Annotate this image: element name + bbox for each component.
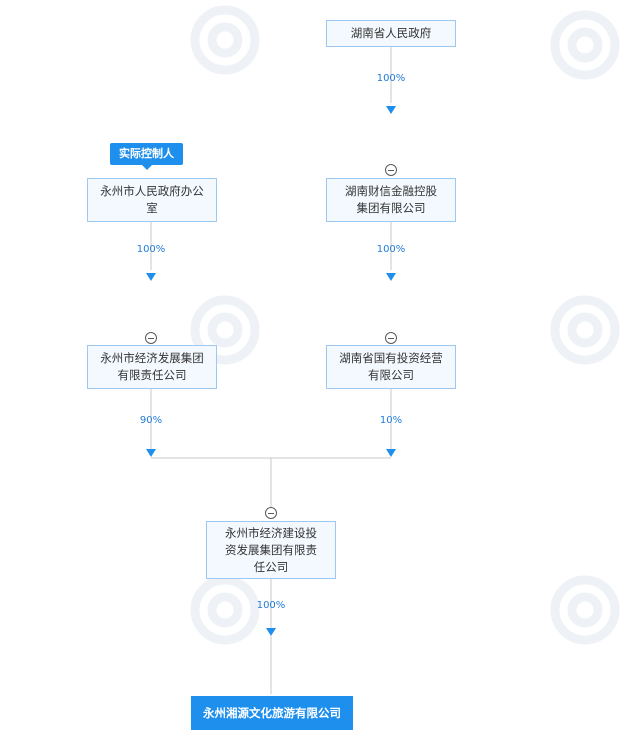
collapse-icon[interactable] xyxy=(385,164,397,176)
arrow-down-icon xyxy=(266,628,276,636)
percent-label: 10% xyxy=(379,415,403,426)
node-yongzhou-government-office[interactable]: 永州市人民政府办公 室 xyxy=(87,178,217,222)
node-hunan-provincial-government[interactable]: 湖南省人民政府 xyxy=(326,20,456,47)
collapse-icon[interactable] xyxy=(145,332,157,344)
arrow-down-icon xyxy=(146,273,156,281)
actual-controller-tag: 实际控制人 xyxy=(110,143,183,170)
collapse-icon[interactable] xyxy=(385,332,397,344)
node-hunan-finance-holding[interactable]: 湖南财信金融控股 集团有限公司 xyxy=(326,178,456,222)
percent-label: 100% xyxy=(136,244,166,255)
node-yongzhou-construction-investment[interactable]: 永州市经济建设投 资发展集团有限责 任公司 xyxy=(206,521,336,579)
node-target-company[interactable]: 永州湘源文化旅游有限公司 xyxy=(191,696,353,730)
collapse-icon[interactable] xyxy=(265,507,277,519)
percent-label: 100% xyxy=(376,244,406,255)
percent-label: 100% xyxy=(376,73,406,84)
node-hunan-state-investment[interactable]: 湖南省国有投资经营 有限公司 xyxy=(326,345,456,389)
arrow-down-icon xyxy=(386,273,396,281)
arrow-down-icon xyxy=(386,449,396,457)
percent-label: 90% xyxy=(139,415,163,426)
arrow-down-icon xyxy=(386,106,396,114)
arrow-down-icon xyxy=(146,449,156,457)
node-yongzhou-economic-development[interactable]: 永州市经济发展集团 有限责任公司 xyxy=(87,345,217,389)
percent-label: 100% xyxy=(256,600,286,611)
